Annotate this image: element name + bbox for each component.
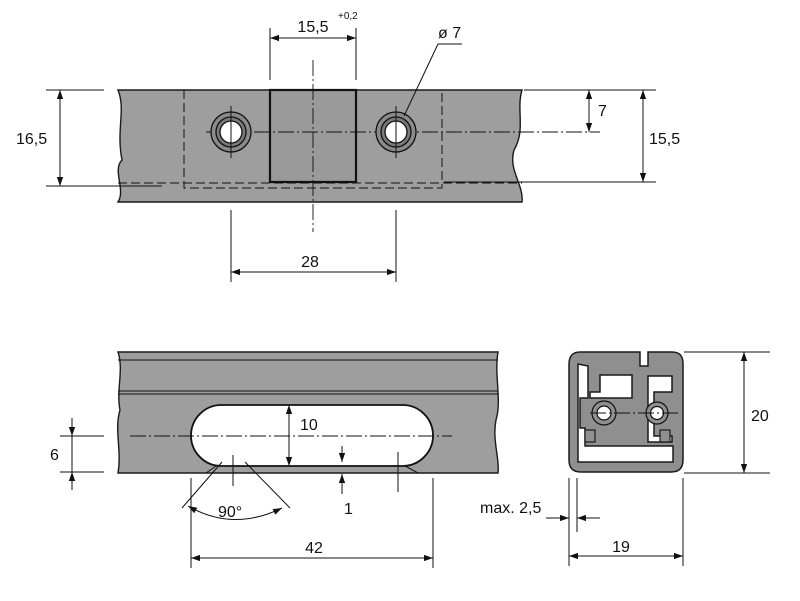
section-view: 20 19 max. 2,5 (480, 351, 770, 566)
dim-profile-height: 16,5 (16, 131, 47, 148)
dim-arc-chamfer-angle (187, 505, 283, 520)
dim-slot-offset: 6 (50, 447, 59, 464)
top-view: 15,5 +0,2 ø 7 16,5 7 15,5 28 (16, 11, 680, 282)
dim-slot-tolerance: +0,2 (338, 11, 358, 22)
dim-hole-spacing: 28 (301, 254, 319, 271)
angle-leg (244, 461, 291, 509)
top-right-hole (375, 106, 417, 158)
angle-leg (181, 461, 223, 509)
dim-hole-offset: 7 (598, 103, 607, 120)
section-profile (568, 351, 684, 473)
dim-hole-diameter: ø 7 (438, 25, 461, 42)
dim-section-width: 19 (612, 539, 630, 556)
dim-recess-depth: 1 (344, 501, 353, 518)
side-slot (190, 404, 434, 467)
dim-slot-length: 42 (305, 540, 323, 557)
dim-wall-max: max. 2,5 (480, 500, 541, 517)
dim-chamfer-angle: 90° (218, 504, 242, 521)
dim-slot-width: 15,5 (297, 19, 328, 36)
section-foot (584, 429, 596, 443)
side-view: 10 6 90° 1 42 (50, 351, 500, 568)
dim-section-height: 20 (751, 408, 769, 425)
dim-body-height: 15,5 (649, 131, 680, 148)
top-left-hole (210, 106, 252, 158)
section-foot (659, 429, 671, 443)
dim-slot-height: 10 (300, 417, 318, 434)
leader-hole-diameter (403, 43, 439, 117)
